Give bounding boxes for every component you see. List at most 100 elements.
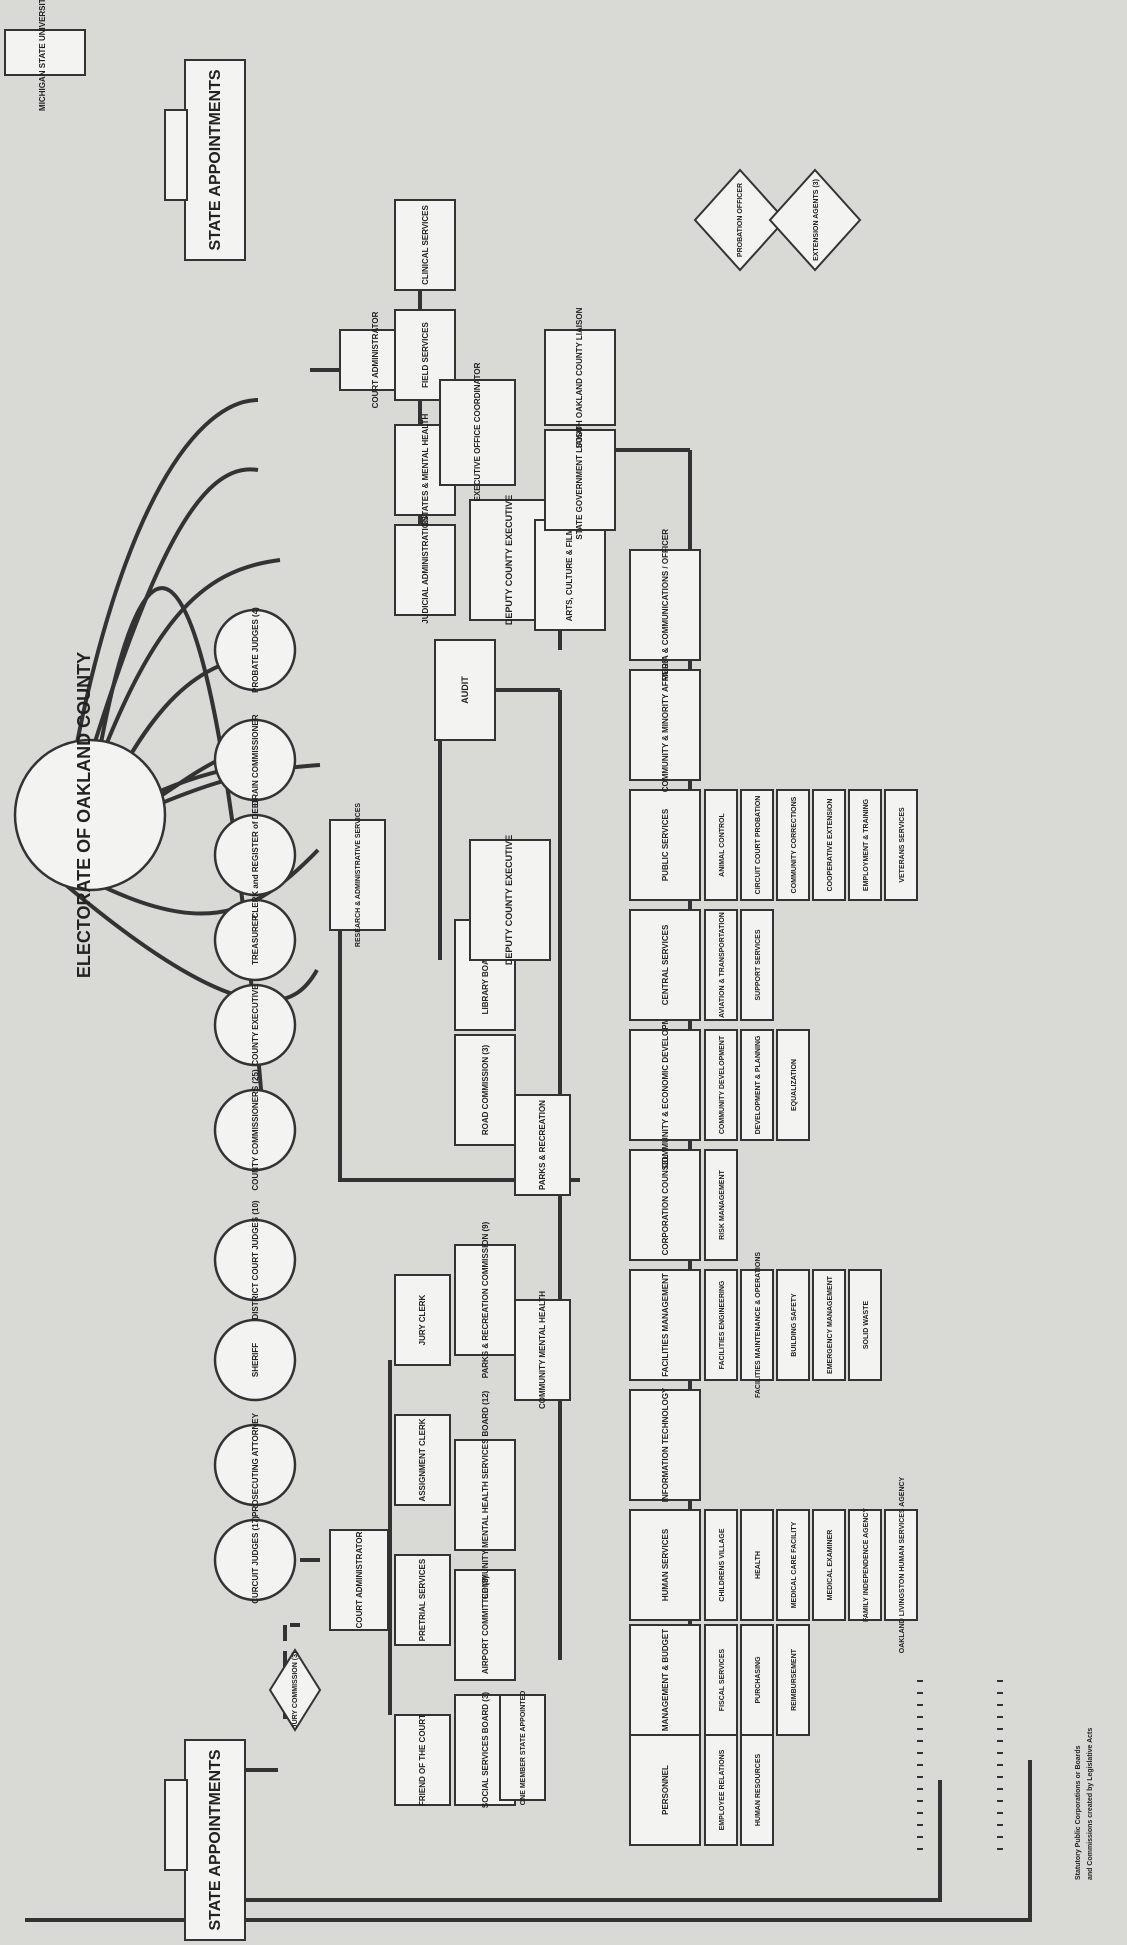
circuit-unit-box (394, 1714, 451, 1806)
elected-label: PROBATE JUDGES (4) (251, 607, 260, 693)
boards: SOCIAL SERVICES BOARD (3)AIRPORT COMMITT… (454, 919, 516, 1808)
board-label: PARKS & RECREATION COMMISSION (9) (481, 1221, 490, 1378)
sub-budget-label: PURCHASING (755, 1656, 762, 1704)
sub-human-label: CHILDRENS VILLAGE (719, 1528, 726, 1601)
elected-circle (213, 1088, 297, 1172)
electorate-label: ELECTORATE OF OAKLAND COUNTY (74, 652, 94, 978)
sub-facilities-label: BUILDING SAFETY (791, 1293, 798, 1357)
elected-label: DRAIN COMMISSIONER (251, 714, 260, 805)
department-box (629, 909, 701, 1021)
sub-facilities-box (704, 1269, 738, 1381)
state-gov-liaison-box (544, 429, 616, 531)
board-box (454, 1244, 516, 1356)
jury-commission-diamond (268, 1648, 322, 1732)
probate-unit-box (394, 524, 456, 616)
sub-public-label: COMMUNITY CORRECTIONS (791, 796, 798, 893)
arts-box (534, 519, 606, 631)
sub-human-label: FAMILY INDEPENDENCE AGENCY (863, 1508, 870, 1622)
elected-label: TREASURER (251, 915, 260, 965)
state-appointments-top: STATE APPOINTMENTS (164, 1739, 246, 1941)
sub-facilities-box (776, 1269, 810, 1381)
deputy-executive-1-label: DEPUTY COUNTY EXECUTIVE (504, 835, 514, 965)
arts-label: ARTS, CULTURE & FILM (565, 528, 574, 621)
probation-officer-diamond (693, 168, 787, 272)
board-label: ROAD COMMISSION (3) (481, 1045, 490, 1136)
department-label: COMMUNITY & ECONOMIC DEVELOPMENT (661, 1002, 670, 1169)
elected-circle (213, 813, 297, 897)
sub-budget-box (704, 1624, 738, 1736)
sub-public-label: EMPLOYMENT & TRAINING (863, 798, 870, 891)
department-label: PERSONNEL (661, 1765, 670, 1815)
audit-label: AUDIT (460, 676, 470, 704)
sub-public-label: COOPERATIVE EXTENSION (827, 799, 834, 892)
department-label: PUBLIC SERVICES (661, 808, 670, 881)
state-appointments-top-right: STATE APPOINTMENTS (164, 59, 246, 261)
elected-label: DISTRICT COURT JUDGES (10) (251, 1200, 260, 1319)
sub-central-box (704, 909, 738, 1021)
sub-budget-box (776, 1624, 810, 1736)
circuit-unit-box (394, 1274, 451, 1366)
sub-personnel-box (740, 1734, 774, 1846)
sub-facilities-box (740, 1269, 774, 1381)
board-box (454, 1569, 516, 1681)
sub-public-box (776, 789, 810, 901)
sub-facilities-label: SOLID WASTE (863, 1301, 870, 1350)
extension-agents-label: EXTENSION AGENTS (3) (813, 179, 820, 261)
deputy-executive-1-box (469, 839, 551, 961)
department-box (629, 1269, 701, 1381)
probate-court-admin-label: COURT ADMINISTRATOR (371, 311, 380, 408)
probate-unit-label: JUDICIAL ADMINISTRATION (421, 516, 430, 624)
department-box (629, 1149, 701, 1261)
sub-ced-box (776, 1029, 810, 1141)
circuit-unit-label: FRIEND OF THE COURT (418, 1714, 427, 1806)
sub-budget-label: FISCAL SERVICES (719, 1648, 726, 1711)
footnote-line2: and Commissions created by Legislative A… (1087, 1728, 1094, 1880)
department-label: HUMAN SERVICES (661, 1528, 670, 1601)
circuit-unit-box (394, 1414, 451, 1506)
elected-label: COUNTY COMMISSIONERS (25) (251, 1069, 260, 1191)
msu-label: MICHIGAN STATE UNIVERSITY (38, 0, 47, 111)
connector-lines (25, 210, 1032, 1922)
sub-facilities-box (812, 1269, 846, 1381)
sub-central-label: AVIATION & TRANSPORTATION (719, 912, 726, 1018)
circuit-unit-label: JURY CLERK (418, 1294, 427, 1345)
research-admin-box (329, 819, 386, 931)
elected-label: COUNTY EXECUTIVE (251, 984, 260, 1066)
community-mental-health-box (514, 1299, 571, 1401)
board-label: AIRPORT COMMITTEE (3) (481, 1576, 490, 1675)
south-oakland-label: SOUTH OAKLAND COUNTY LIAISON (575, 307, 584, 448)
sub-ced-label: EQUALIZATION (791, 1059, 798, 1111)
sub-facilities-label: FACILITIES ENGINEERING (719, 1280, 726, 1369)
elected-label: CURCUIT JUDGES (17) (251, 1516, 260, 1604)
sub-personnel-label: EMPLOYEE RELATIONS (719, 1749, 726, 1830)
state-gov-liaison-label: STATE GOVERNMENT LIAISON (575, 420, 584, 539)
sub-facilities-label: FACILITIES MAINTENANCE & OPERATIONS (755, 1252, 762, 1398)
department-box (629, 1389, 701, 1501)
parks-recreation-label: PARKS & RECREATION (538, 1100, 547, 1190)
department-box (629, 1509, 701, 1621)
elected-circle (213, 898, 297, 982)
south-oakland-box (544, 329, 616, 426)
sub-human-label: HEALTH (755, 1551, 762, 1579)
exec-office-label: EXECUTIVE OFFICE COORDINATOR (473, 362, 482, 501)
sub-corp-label: RISK MANAGEMENT (719, 1169, 726, 1239)
sub-public-box (740, 789, 774, 901)
probate-unit-label: FIELD SERVICES (421, 322, 430, 388)
elected-circle (213, 1218, 297, 1302)
state-appointments-label-bottom: STATE APPOINTMENTS (207, 1749, 224, 1930)
department-label: INFORMATION TECHNOLOGY (661, 1387, 670, 1502)
sub-human-box (704, 1509, 738, 1621)
sub-facilities-box (848, 1269, 882, 1381)
elected-label: PROSECUTING ATTORNEY (251, 1412, 260, 1517)
sub-human-box (848, 1509, 882, 1621)
sub-public-label: CIRCUIT COURT PROBATION (755, 796, 762, 895)
sub-human-box (776, 1509, 810, 1621)
department-box (629, 549, 701, 661)
elected-officials: CURCUIT JUDGES (17)PROSECUTING ATTORNEYS… (213, 607, 297, 1604)
elected-circle (213, 718, 297, 802)
circuit-court-admin-label: COURT ADMINISTRATOR (355, 1531, 364, 1628)
